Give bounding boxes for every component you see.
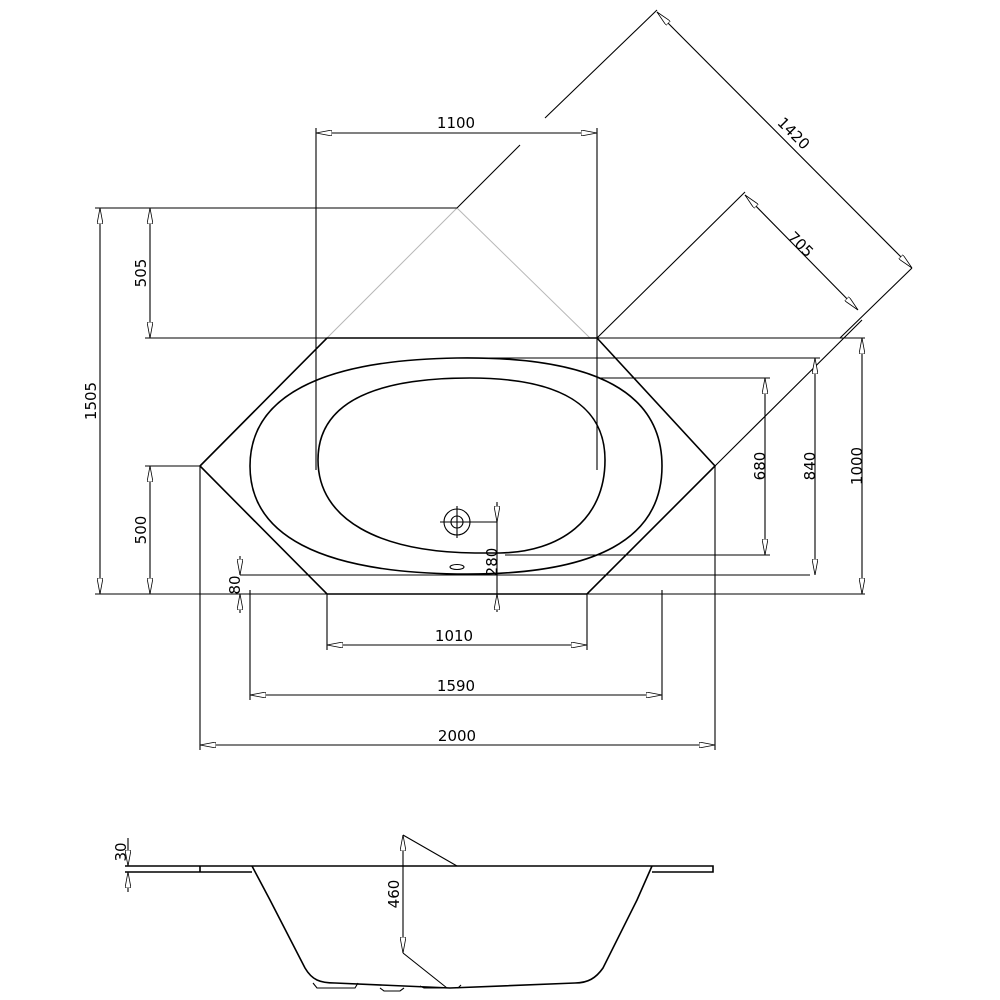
dim-label-1590: 1590	[437, 677, 475, 695]
dim-label-1010: 1010	[435, 627, 473, 645]
dim-label-80: 80	[226, 575, 244, 594]
tub-feet	[312, 982, 462, 992]
plan-view: 1100 1420 705 1505 505 500 80 280 680 84…	[82, 9, 913, 750]
dim-label-1000: 1000	[848, 447, 866, 485]
tub-side-rim	[125, 865, 714, 873]
overflow-icon	[449, 563, 465, 571]
tub-side-profile	[251, 865, 653, 989]
dim-label-505: 505	[132, 259, 150, 288]
side-view: 460 30	[112, 834, 714, 992]
dim-label-680: 680	[751, 452, 769, 481]
dim-label-280: 280	[483, 548, 501, 577]
dim-label-2000: 2000	[438, 727, 476, 745]
dim-label-460: 460	[385, 880, 403, 909]
tub-basin-oval	[317, 377, 606, 554]
dim-label-705: 705	[784, 228, 817, 261]
drain-icon	[440, 506, 497, 538]
dim-label-30: 30	[112, 842, 130, 861]
depth-guide-lines	[402, 834, 458, 989]
dim-label-1100: 1100	[437, 114, 475, 132]
tub-rim-oval	[249, 357, 663, 575]
dim-label-1505: 1505	[82, 382, 100, 420]
dimension-lines	[100, 11, 913, 745]
dim-label-500: 500	[132, 516, 150, 545]
corner-guide-lines	[326, 207, 591, 339]
dim-label-840: 840	[801, 452, 819, 481]
tub-outline-hexagon	[198, 337, 717, 595]
dim-label-1420: 1420	[774, 114, 814, 154]
